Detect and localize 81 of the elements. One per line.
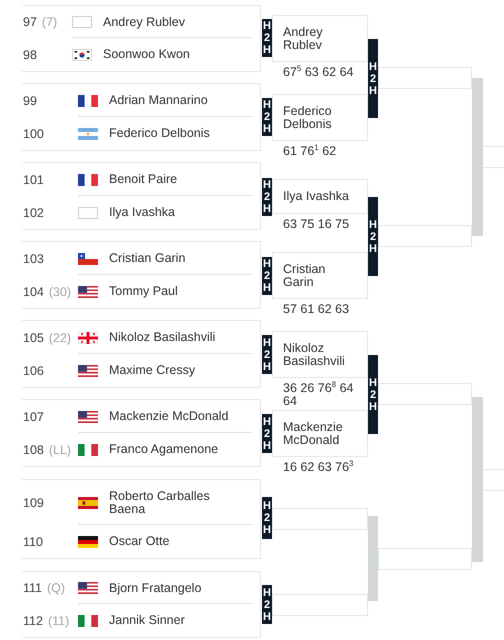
match-card xyxy=(22,83,261,151)
draw-number: 111 xyxy=(23,581,42,595)
player-name: Federico Delbonis xyxy=(109,127,211,140)
h2h-button: H2H xyxy=(262,335,272,374)
player-slot xyxy=(272,252,368,299)
player-name: Oscar Otte xyxy=(109,535,170,548)
match-score: 57 61 62 63 xyxy=(283,303,350,316)
player-slot xyxy=(272,94,368,141)
h2h-button: H2H xyxy=(262,178,272,216)
h2h-button: H2H xyxy=(262,98,272,136)
player-name: Bjorn Fratangelo xyxy=(109,582,202,594)
match-card xyxy=(22,479,261,559)
draw-number: 97 xyxy=(23,15,37,29)
player-name: Ilya Ivashka xyxy=(283,190,350,203)
seed-label: (LL) xyxy=(48,442,72,456)
draw-number: 107 xyxy=(23,410,44,424)
draw-number: 101 xyxy=(23,172,44,186)
player-name: Roberto Carballes Baena xyxy=(109,490,211,516)
h2h-button: H2H xyxy=(262,497,272,539)
player-name: Mackenzie McDonald xyxy=(109,410,230,423)
draw-number: 112 xyxy=(23,614,43,628)
draw-number: 103 xyxy=(23,252,44,266)
player-name: Andrey Rublev xyxy=(283,26,324,52)
player-name: Mackenzie McDonald xyxy=(283,420,344,446)
player-name: Jannik Sinner xyxy=(109,614,186,627)
player-name: Nikoloz Basilashvili xyxy=(283,342,346,368)
player-name: Soonwoo Kwon xyxy=(103,48,191,61)
match-card xyxy=(22,162,261,230)
match-score: 63 75 16 75 xyxy=(283,218,350,231)
match-score: 36 26 76$^{8}$ 64 64 xyxy=(283,382,355,408)
draw-number: 109 xyxy=(23,496,44,510)
h2h-button: H2H xyxy=(368,355,378,434)
draw-number: 108 xyxy=(23,442,44,456)
empty-slot xyxy=(378,383,472,405)
player-name: Tommy Paul xyxy=(109,285,179,298)
player-name: Cristian Garin xyxy=(283,262,326,288)
seed-label: (7) xyxy=(42,15,58,29)
player-slot xyxy=(272,15,368,62)
seed-label: (11) xyxy=(48,614,70,628)
player-name: Maxime Cressy xyxy=(109,364,196,377)
player-name: Nikoloz Basilashvili xyxy=(109,331,216,344)
player-name: Cristian Garin xyxy=(109,252,186,265)
player-name: Federico Delbonis xyxy=(283,104,333,130)
h2h-button: H2H xyxy=(262,414,272,453)
seed-label: (22) xyxy=(48,330,72,344)
match-score: 16 62 63 76$^{3}$ xyxy=(283,461,354,474)
match-card xyxy=(22,241,261,309)
player-slot xyxy=(272,410,368,457)
draw-number: 99 xyxy=(23,94,37,108)
match-card xyxy=(22,571,261,638)
draw-number: 102 xyxy=(23,206,44,220)
player-slot xyxy=(272,331,368,378)
player-name: Adrian Mannarino xyxy=(109,94,209,107)
match-score: 67$^{5}$ 63 62 64 xyxy=(283,66,354,79)
h2h-button: H2H xyxy=(368,197,378,276)
match-card xyxy=(22,5,261,72)
seed-label: (Q) xyxy=(47,581,66,595)
empty-slot xyxy=(378,225,472,247)
empty-slot xyxy=(378,548,472,570)
player-name: Benoit Paire xyxy=(109,173,178,186)
h2h-button: H2H xyxy=(262,257,272,295)
draw-number: 100 xyxy=(23,126,44,140)
player-name: Ilya Ivashka xyxy=(109,206,176,219)
draw-number: 105 xyxy=(23,330,44,344)
draw-number: 98 xyxy=(23,48,37,62)
draw-number: 106 xyxy=(23,364,44,378)
h2h-button: H2H xyxy=(262,585,272,624)
match-card xyxy=(22,320,261,388)
empty-slot xyxy=(378,67,472,89)
player-name: Andrey Rublev xyxy=(103,16,186,28)
empty-slot xyxy=(272,594,368,616)
h2h-button: H2H xyxy=(368,39,378,118)
draw-number: 104 xyxy=(23,284,44,298)
player-slot xyxy=(272,179,368,214)
empty-slot xyxy=(272,508,368,530)
player-name: Franco Agamenone xyxy=(109,443,220,456)
match-card xyxy=(22,399,261,467)
draw-number: 110 xyxy=(23,534,43,548)
match-score: 61 76$^{1}$ 62 xyxy=(283,145,338,158)
h2h-button: H2H xyxy=(262,19,272,57)
seed-label: (30) xyxy=(48,284,72,298)
